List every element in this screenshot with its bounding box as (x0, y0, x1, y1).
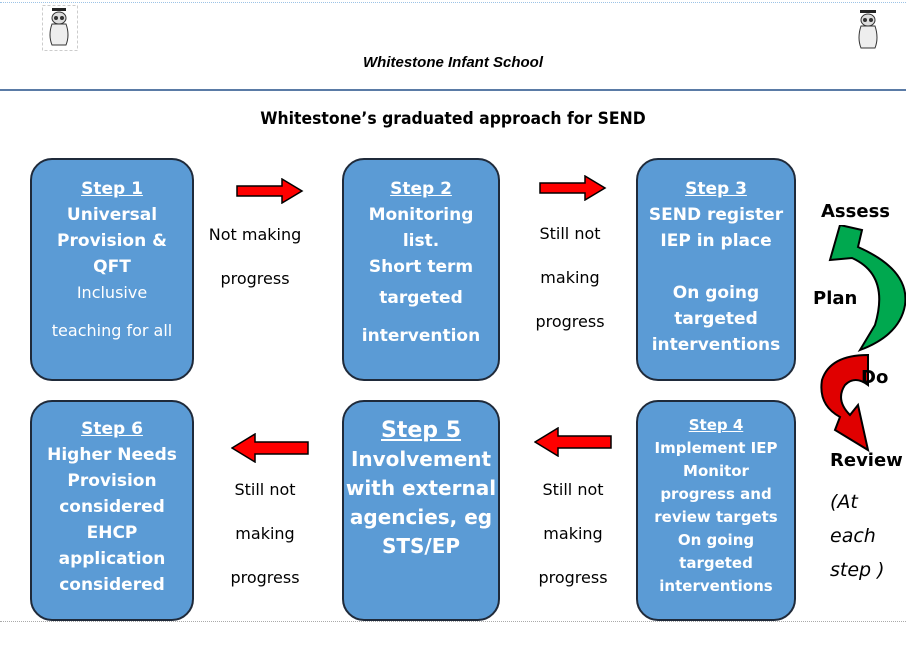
step-line: EHCP (86, 523, 138, 543)
step-line: SEND register (648, 205, 784, 225)
step-heading: Step 1 (81, 179, 143, 199)
cycle-note: (At each step ) (830, 485, 885, 587)
step-5-box: Step 5 Involvement with external agencie… (342, 400, 500, 621)
step-line: Higher Needs (47, 445, 177, 465)
connector-line: Still not (542, 480, 604, 499)
step-line: list. (402, 231, 440, 251)
note-line: each (830, 525, 876, 547)
step-line: agencies, eg (349, 505, 493, 529)
step-line: targeted (379, 288, 463, 308)
connector-line: making (540, 268, 600, 287)
page-title: Whitestone’s graduated approach for SEND (260, 109, 646, 129)
step-line: interventions (659, 577, 773, 595)
owl-logo-left (42, 5, 78, 51)
step-line: considered (59, 575, 165, 595)
connector-line: progress (220, 269, 290, 288)
connector-label-5-6: Still not making progress (205, 468, 325, 600)
cycle-do: Do (861, 367, 889, 388)
connector-label-2-3: Still not making progress (510, 212, 630, 344)
arrow-left-icon (534, 427, 612, 457)
step-line: with external (345, 476, 497, 500)
step-line: Involvement (350, 447, 492, 471)
step-line: interventions (651, 335, 781, 355)
step-line: QFT (93, 257, 131, 277)
note-line: (At (830, 491, 858, 513)
arrow-right-icon (539, 175, 607, 201)
step-3-box: Step 3 SEND register IEP in place On goi… (636, 158, 796, 381)
step-heading: Step 4 (688, 416, 744, 434)
step-line: targeted (674, 309, 758, 329)
step-line: STS/EP (381, 534, 461, 558)
step-2-box: Step 2 Monitoring list. Short term targe… (342, 158, 500, 381)
step-line: Provision (67, 471, 157, 491)
connector-line: making (543, 524, 603, 543)
step-line: Universal (66, 205, 158, 225)
connector-line: making (235, 524, 295, 543)
note-line: step ) (830, 559, 885, 581)
step-heading: Step 3 (685, 179, 747, 199)
step-line: IEP in place (660, 231, 772, 251)
step-line: Inclusive (76, 283, 148, 302)
school-name: Whitestone Infant School (363, 54, 543, 71)
step-line: review targets (654, 508, 778, 526)
cycle-plan: Plan (813, 288, 858, 309)
connector-line: progress (230, 568, 300, 587)
header-rule (0, 89, 906, 91)
connector-line: progress (538, 568, 608, 587)
step-line: Monitoring (368, 205, 474, 225)
top-rule (0, 2, 906, 3)
step-heading: Step 2 (390, 179, 452, 199)
step-line: On going (672, 283, 760, 303)
step-heading: Step 6 (81, 419, 143, 439)
arrow-right-icon (236, 178, 304, 204)
step-line: Implement IEP (654, 439, 778, 457)
step-line: considered (59, 497, 165, 517)
step-line: Short term (368, 257, 474, 277)
step-heading: Step 5 (381, 418, 461, 443)
step-line-blank (638, 254, 794, 280)
connector-label-4-5: Still not making progress (513, 468, 633, 600)
step-line: progress and (660, 485, 772, 503)
step-line: intervention (361, 326, 481, 346)
step-line: Provision & (57, 231, 167, 251)
bottom-rule (0, 621, 906, 622)
step-line: teaching for all (51, 321, 173, 340)
connector-line: Not making (208, 225, 302, 244)
step-6-box: Step 6 Higher Needs Provision considered… (30, 400, 194, 621)
step-line: application (58, 549, 166, 569)
connector-line: Still not (539, 224, 601, 243)
owl-logo-right (858, 10, 878, 49)
arrow-left-icon (231, 433, 309, 463)
step-line: Monitor (683, 462, 749, 480)
connector-line: progress (535, 312, 605, 331)
step-line: targeted (679, 554, 753, 572)
connector-line: Still not (234, 480, 296, 499)
step-1-box: Step 1 Universal Provision & QFT Inclusi… (30, 158, 194, 381)
connector-label-1-2: Not making progress (195, 213, 315, 301)
cycle-assess: Assess (821, 201, 890, 222)
step-4-box: Step 4 Implement IEP Monitor progress an… (636, 400, 796, 621)
step-line: On going (677, 531, 755, 549)
assess-plan-do-review-cycle-icon (820, 225, 906, 453)
cycle-review: Review (830, 450, 903, 471)
